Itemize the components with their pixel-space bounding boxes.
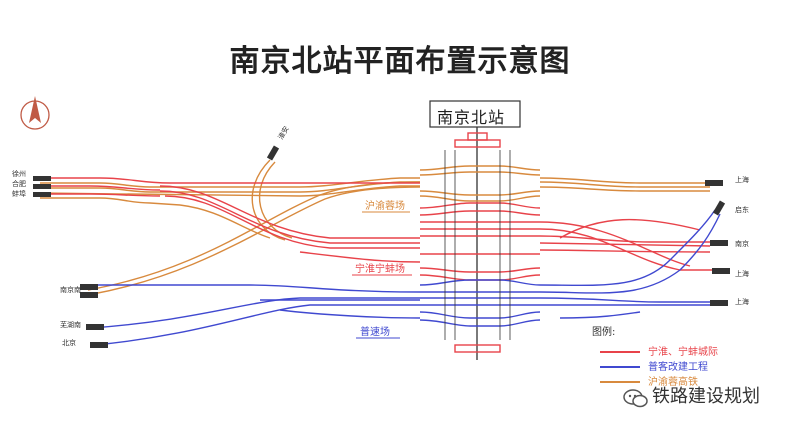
diagram-title: 南京北站平面布置示意图	[229, 44, 571, 79]
end-label-shanghai-1: 上海	[735, 175, 749, 184]
end-label-bengbu: 蚌埠	[12, 189, 26, 198]
end-label-nanjing: 南京	[735, 239, 749, 248]
watermark-text: 铁路建设规划	[652, 386, 760, 407]
yard-label-red: 宁淮宁蚌场	[355, 262, 405, 275]
north-arrow-icon	[20, 96, 50, 130]
station-platforms	[444, 150, 511, 340]
end-label-nanjingnan: 南京南	[60, 285, 81, 294]
legend-label-red: 宁淮、宁蚌城际	[648, 345, 718, 358]
end-label-shanghai-3: 上海	[735, 297, 749, 306]
wechat-icon	[623, 389, 648, 408]
end-label-qidong: 启东	[735, 205, 749, 214]
end-label-shanghai-2: 上海	[735, 269, 749, 278]
terminal-blocks	[33, 145, 730, 348]
end-label-xuzhou: 徐州	[12, 169, 26, 178]
legend-title: 图例:	[592, 325, 615, 338]
end-label-huaian: 淮安	[276, 124, 291, 141]
blue-tracks	[88, 209, 721, 346]
station-label: 南京北站	[437, 108, 506, 127]
legend-label-orange: 沪渝蓉高铁	[648, 375, 698, 388]
legend: 图例: 宁淮、宁蚌城际 普客改建工程 沪渝蓉高铁	[592, 325, 718, 388]
red-tracks	[40, 132, 720, 353]
end-label-wuhunan: 芜湖南	[60, 320, 81, 329]
end-label-hefei: 合肥	[12, 179, 26, 188]
end-label-beijing: 北京	[62, 338, 76, 347]
yard-label-blue: 普速场	[360, 325, 390, 338]
legend-label-blue: 普客改建工程	[648, 360, 708, 373]
yard-label-orange: 沪渝蓉场	[365, 199, 405, 212]
station-label-frame	[429, 100, 521, 128]
